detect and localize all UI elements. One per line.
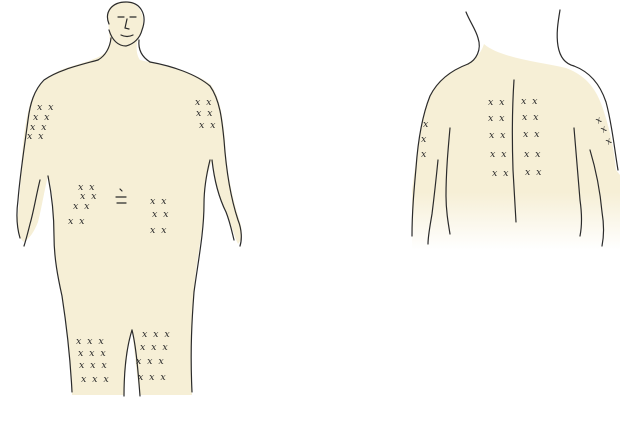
injection-mark: x <box>423 119 430 130</box>
injection-mark: x x <box>489 130 507 141</box>
injection-mark: x x <box>199 120 217 131</box>
injection-mark: x x x <box>136 356 165 367</box>
injection-mark: x x <box>522 112 540 123</box>
injection-mark: x x <box>152 209 170 220</box>
injection-mark: x <box>421 134 428 145</box>
front-body-fill <box>17 2 241 395</box>
front-thigh-left-marks: x x xx x xx x xx x x <box>76 336 110 385</box>
injection-mark: x x <box>492 168 510 179</box>
injection-mark: x x <box>195 97 213 108</box>
injection-mark: x x <box>523 129 541 140</box>
injection-mark: x x <box>150 225 168 236</box>
injection-mark: x x <box>196 108 214 119</box>
injection-mark: x x <box>488 113 506 124</box>
injection-mark: x x x <box>78 348 107 359</box>
injection-mark: x x x <box>76 336 105 347</box>
injection-mark: x x <box>524 149 542 160</box>
injection-mark: x x x <box>138 372 167 383</box>
injection-mark: x x <box>73 201 91 212</box>
injection-mark: x x <box>488 97 506 108</box>
front-view-figure: x xx xx xx x x xx xx x x xx xx xx x x xx… <box>17 2 242 396</box>
injection-mark: x x <box>27 131 45 142</box>
injection-mark: x x <box>68 216 86 227</box>
injection-mark: x x <box>490 149 508 160</box>
injection-mark: x x x <box>79 360 108 371</box>
injection-mark: x x x <box>140 342 169 353</box>
injection-mark: x x x <box>81 374 110 385</box>
injection-mark: x x <box>150 196 168 207</box>
front-abdomen-right-marks: x x x x x x <box>150 196 170 236</box>
injection-mark: x x x <box>142 329 171 340</box>
back-view-figure: xxx xxx x xx xx xx xx x x xx xx xx xx x <box>412 10 620 250</box>
back-neck-right <box>557 10 574 66</box>
injection-mark: x x <box>521 96 539 107</box>
injection-mark: x <box>421 149 428 160</box>
front-neck-right <box>139 40 150 62</box>
injection-mark: x x <box>525 167 543 178</box>
